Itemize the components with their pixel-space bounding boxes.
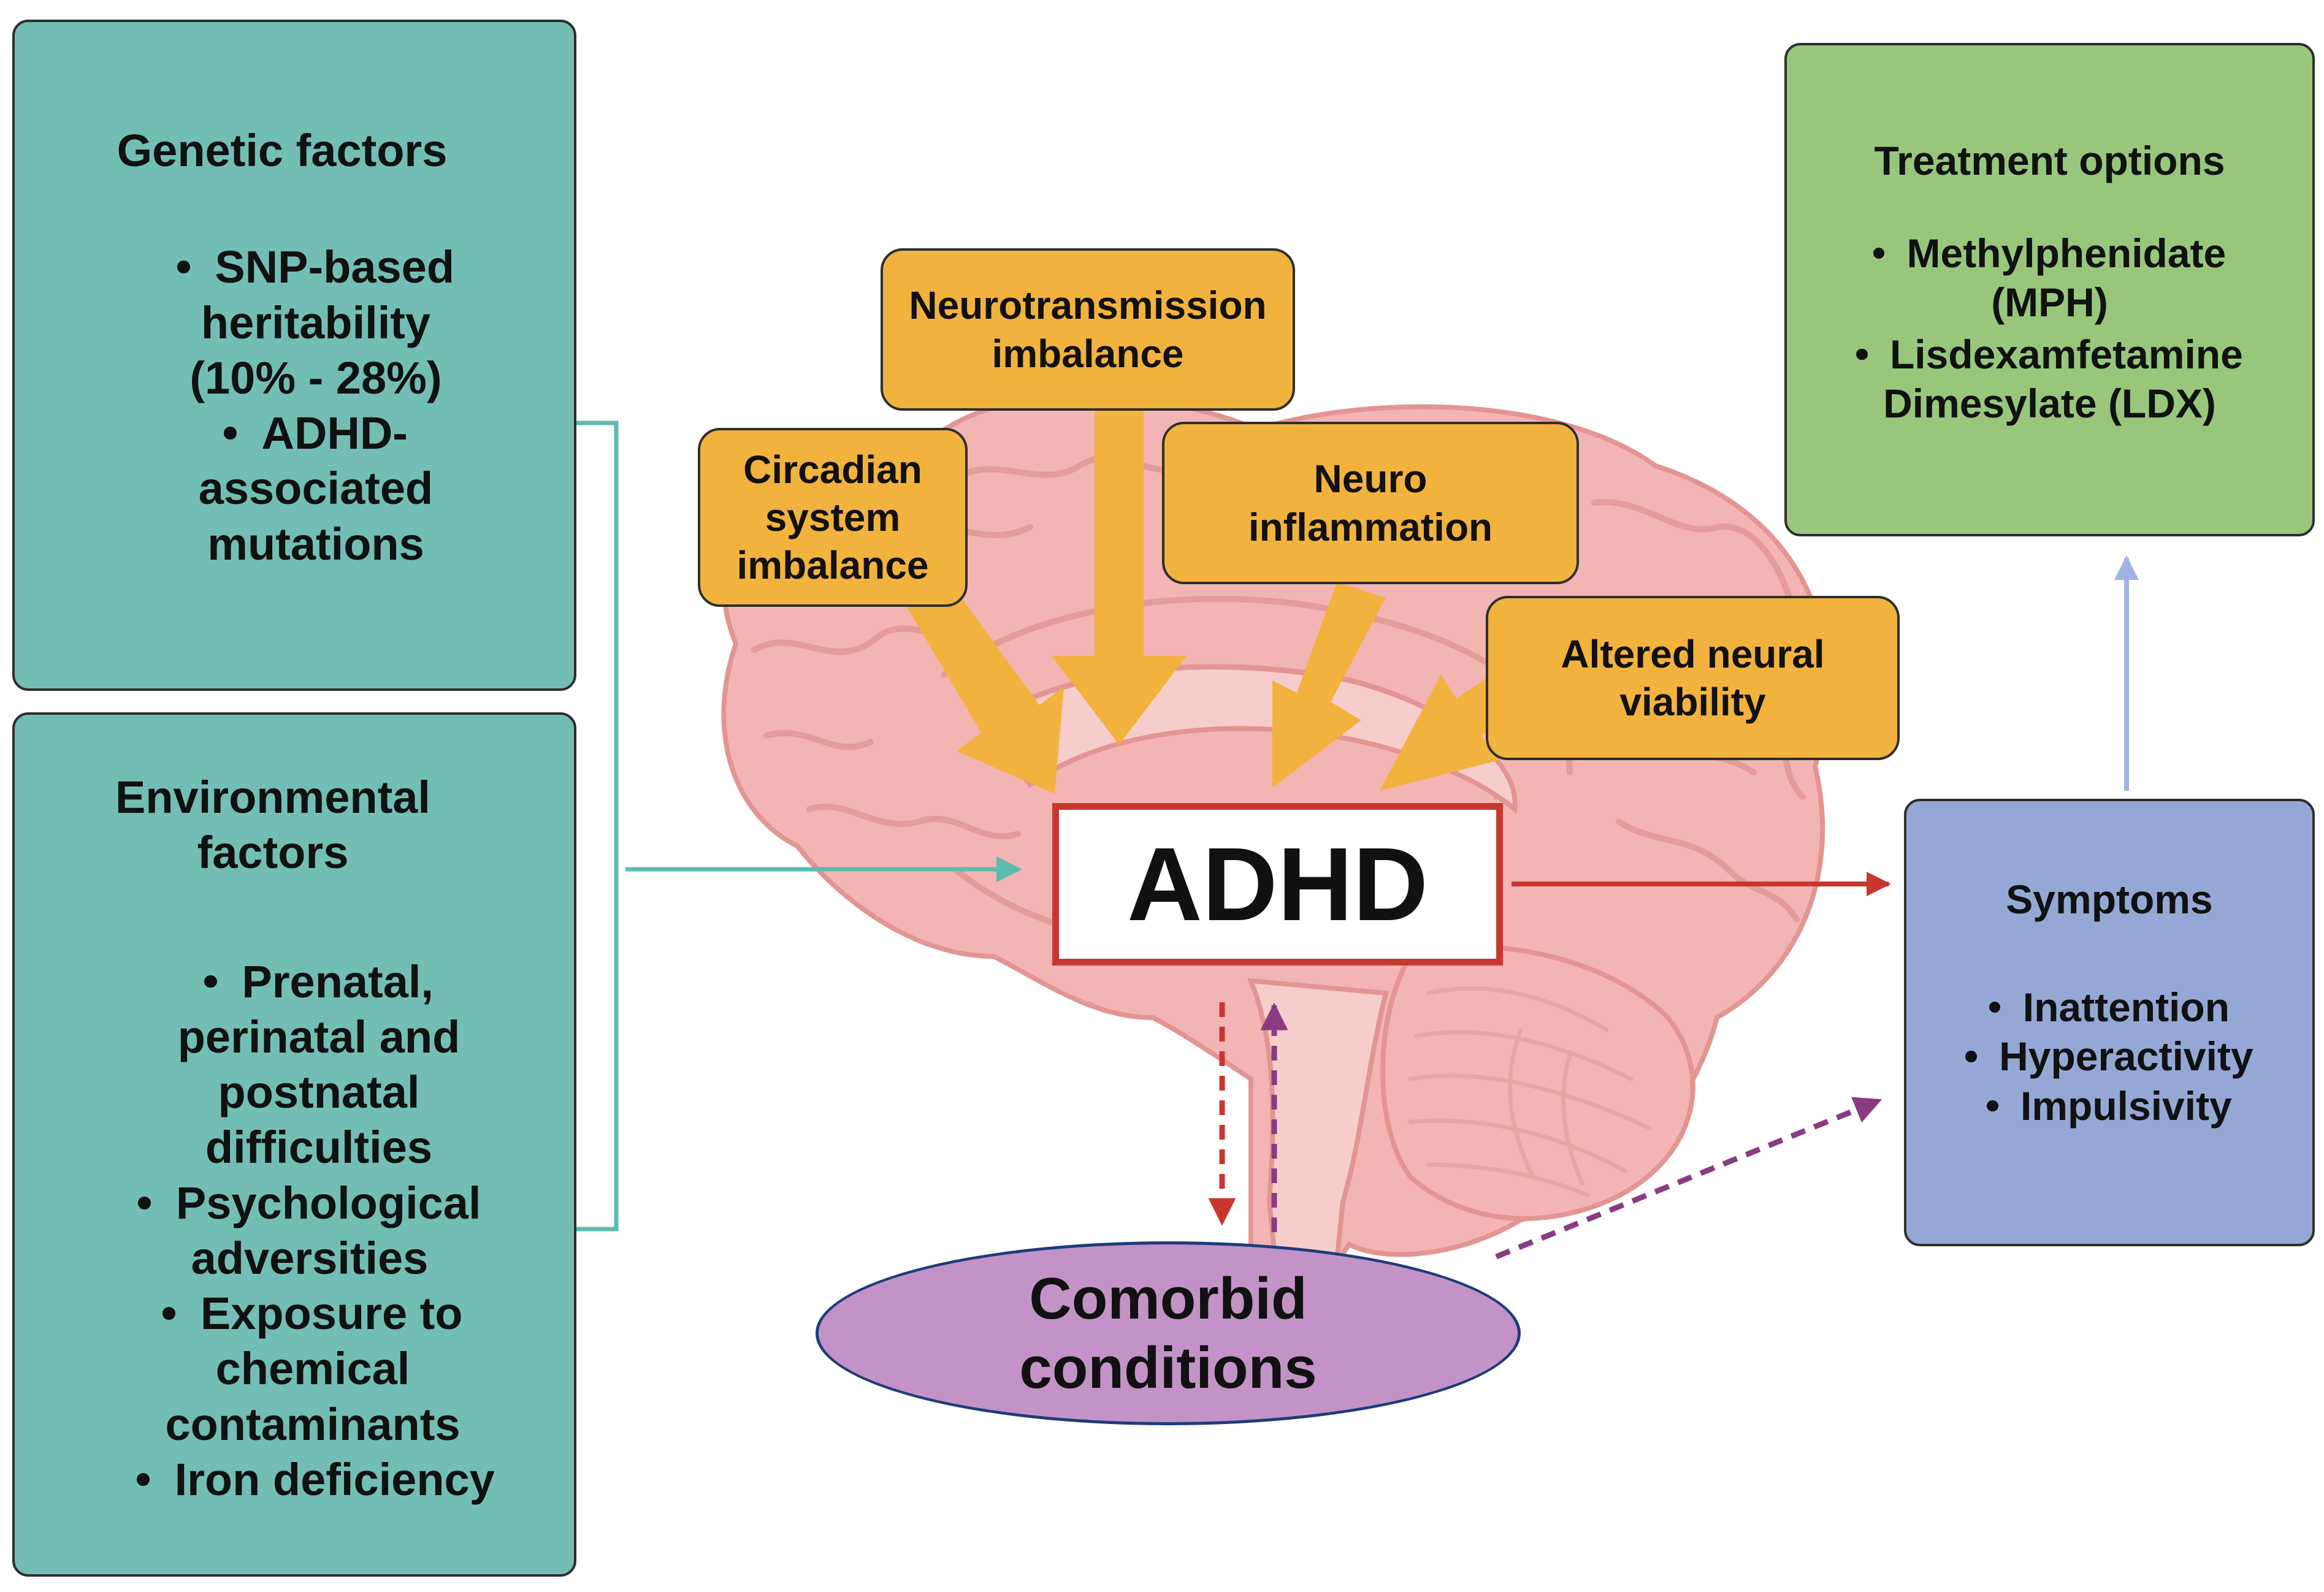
genetic-factors-list: SNP-based heritability (10% - 28%) ADHD-… xyxy=(15,240,574,572)
bullet-icon xyxy=(224,427,237,440)
bullet-icon xyxy=(162,1307,176,1320)
comorbid-conditions-label: Comorbid conditions xyxy=(1019,1265,1317,1401)
bullet-icon xyxy=(137,1473,150,1486)
treatment-options-list: Methylphenidate (MPH) Lisdexamfetamine D… xyxy=(1787,229,2312,428)
neurotransmission-imbalance-label: Neurotransmission imbalance xyxy=(909,283,1267,376)
neuroinflammation-arrow xyxy=(1272,582,1386,788)
comorbid-conditions-ellipse: Comorbid conditions xyxy=(816,1241,1521,1425)
environmental-factors-list: Prenatal, perinatal and postnatal diffic… xyxy=(15,954,574,1508)
bullet-icon xyxy=(1856,348,1868,360)
adhd-box: ADHD xyxy=(1052,803,1503,965)
list-item: Inattention xyxy=(1906,983,2312,1032)
genetic-factors-box: Genetic factors SNP-based heritability (… xyxy=(12,20,576,691)
list-item: Methylphenidate (MPH) xyxy=(1799,229,2300,327)
treatment-options-title: Treatment options xyxy=(1874,138,2225,183)
circadian-arrow xyxy=(901,570,1064,794)
list-item: Iron deficiency xyxy=(101,1452,531,1507)
genetic-factors-title: Genetic factors xyxy=(117,125,448,176)
bullet-icon xyxy=(1987,1100,1998,1112)
neurotransmission-arrow xyxy=(1052,411,1187,745)
circadian-imbalance-box: Circadian system imbalance xyxy=(698,428,968,607)
list-item: Exposure to chemical contaminants xyxy=(101,1286,531,1452)
bullet-icon xyxy=(204,975,217,988)
bullet-icon xyxy=(1873,247,1885,259)
symptoms-box: Symptoms Inattention Hyperactivity Impul… xyxy=(1904,799,2315,1246)
list-item: Impulsivity xyxy=(1906,1081,2312,1131)
circadian-imbalance-label: Circadian system imbalance xyxy=(736,447,929,588)
bullet-icon xyxy=(177,261,190,274)
environmental-factors-box: Environmental factors Prenatal, perinata… xyxy=(12,712,576,1577)
list-item: Hyperactivity xyxy=(1906,1032,2312,1081)
environmental-factors-title: Environmental factors xyxy=(115,772,430,878)
list-item: Psychological adversities xyxy=(101,1176,531,1287)
bullet-icon xyxy=(138,1196,151,1209)
bullet-icon xyxy=(1965,1051,1977,1062)
neuroinflammation-box: Neuro inflammation xyxy=(1162,422,1579,584)
symptoms-list: Inattention Hyperactivity Impulsivity xyxy=(1906,983,2312,1131)
bullet-icon xyxy=(1989,1001,2001,1013)
symptoms-title: Symptoms xyxy=(2006,877,2213,922)
neuroinflammation-label: Neuro inflammation xyxy=(1248,457,1493,549)
adhd-label: ADHD xyxy=(1126,826,1429,943)
list-item: Prenatal, perinatal and postnatal diffic… xyxy=(177,956,461,1173)
altered-neural-viability-label: Altered neural viability xyxy=(1561,631,1825,724)
altered-neural-viability-box: Altered neural viability xyxy=(1486,596,1900,760)
treatment-options-box: Treatment options Methylphenidate (MPH) … xyxy=(1784,43,2315,536)
factors-bracket xyxy=(576,421,619,1232)
list-item: Lisdexamfetamine Dimesylate (LDX) xyxy=(1799,330,2300,428)
comorbid-to-symptoms-arrow xyxy=(1495,1097,1883,1260)
cerebellum xyxy=(1380,944,1695,1221)
list-item: SNP-based heritability (10% - 28%) xyxy=(150,240,482,406)
list-item: ADHD-associated mutations xyxy=(198,408,434,569)
neurotransmission-imbalance-box: Neurotransmission imbalance xyxy=(881,248,1295,411)
